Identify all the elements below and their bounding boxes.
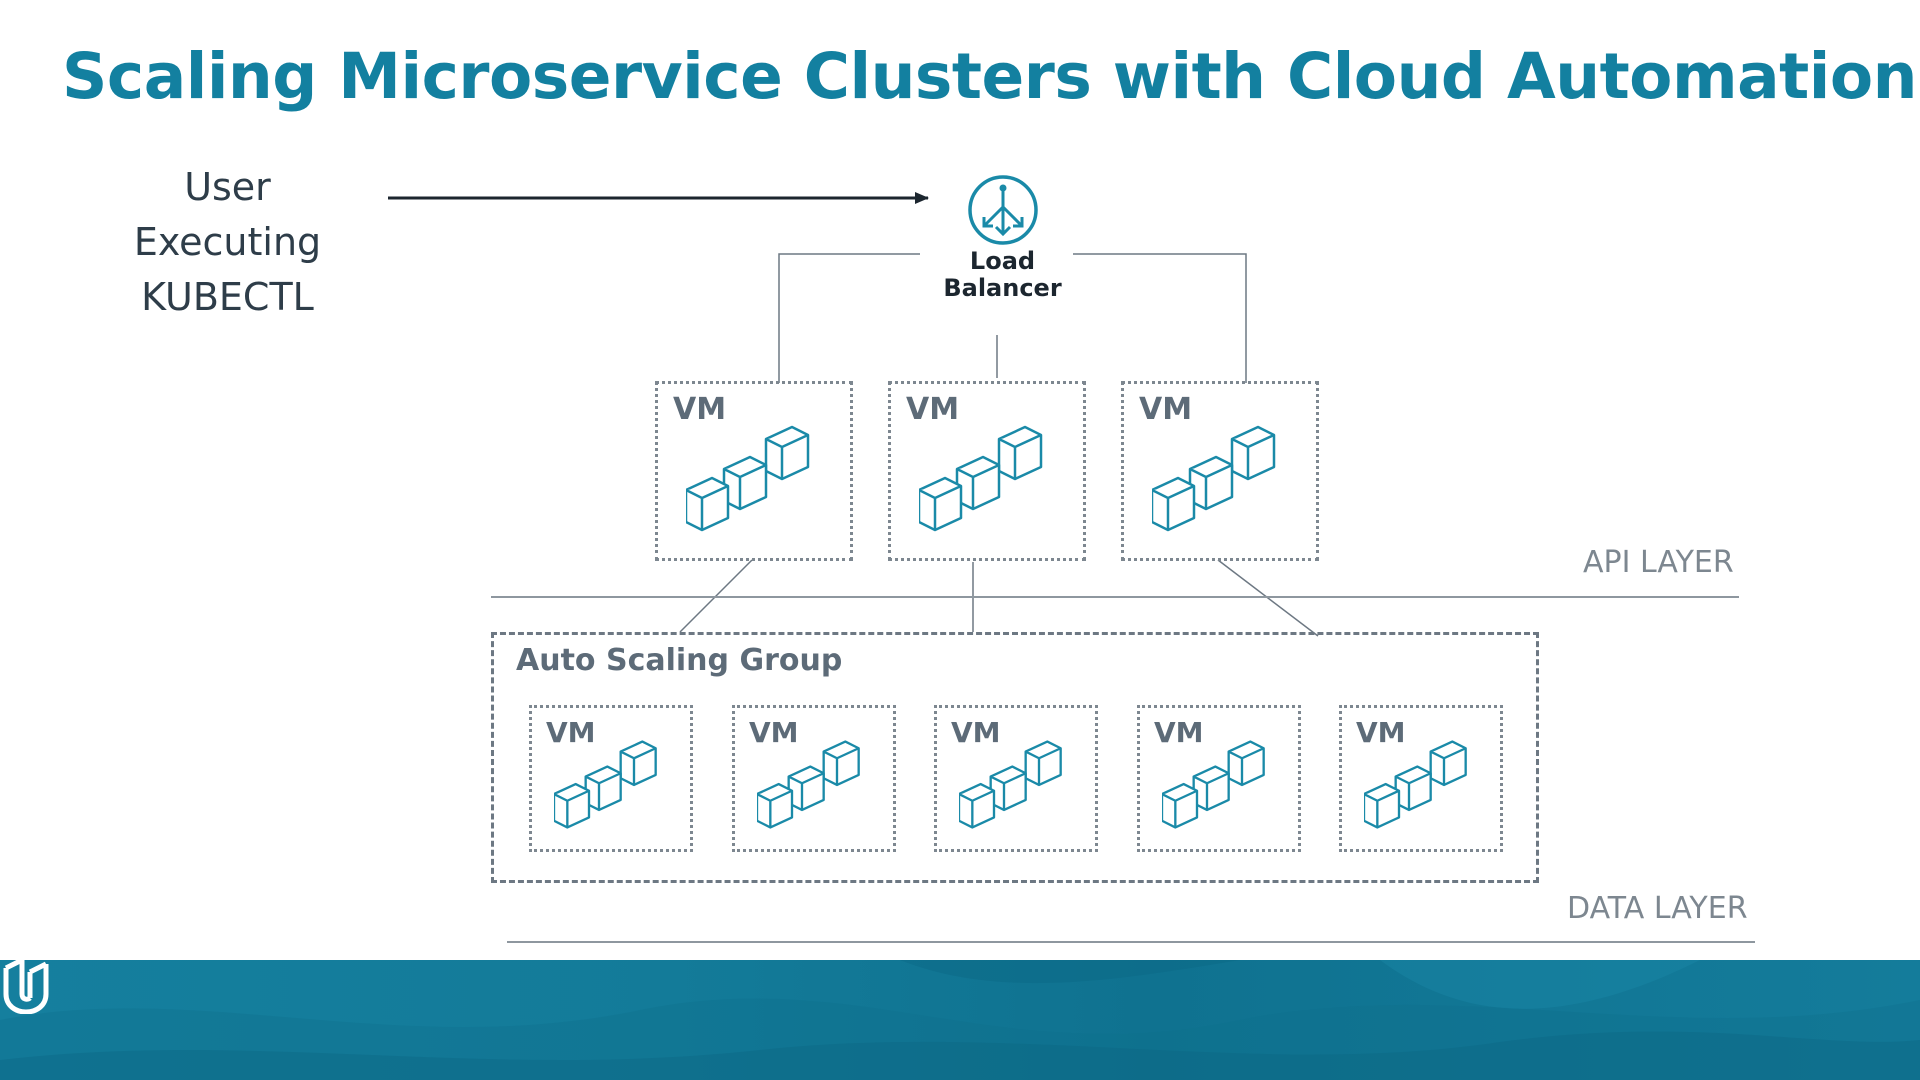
containers-icon xyxy=(959,740,1062,829)
containers-icon xyxy=(1364,740,1467,829)
asg-vm-box-3: VM xyxy=(934,705,1098,852)
data-layer-label: DATA LAYER xyxy=(1567,891,1748,926)
auto-scaling-group-label: Auto Scaling Group xyxy=(516,643,843,678)
vm-label: VM xyxy=(546,716,596,749)
containers-icon xyxy=(554,740,657,829)
user-label-line2: Executing xyxy=(133,220,322,264)
api-layer-line xyxy=(491,596,1739,598)
user-label-line3: KUBECTL xyxy=(141,275,314,319)
vm-label: VM xyxy=(1139,392,1193,427)
api-vm-box-3: VM xyxy=(1121,381,1319,561)
footer-wave-pattern xyxy=(0,960,1920,1080)
containers-icon xyxy=(919,425,1043,532)
api-vm-box-1: VM xyxy=(655,381,853,561)
vm-label: VM xyxy=(951,716,1001,749)
asg-vm-box-4: VM xyxy=(1137,705,1301,852)
udacity-logo-icon xyxy=(3,960,49,1014)
asg-vm-box-5: VM xyxy=(1339,705,1503,852)
load-balancer-icon xyxy=(968,175,1038,245)
vm-label: VM xyxy=(1154,716,1204,749)
data-layer-line xyxy=(507,941,1755,943)
auto-scaling-group: Auto Scaling Group xyxy=(491,632,1539,883)
asg-vm-box-2: VM xyxy=(732,705,896,852)
slide-title: Scaling Microservice Clusters with Cloud… xyxy=(62,40,1917,113)
api-layer-label: API LAYER xyxy=(1583,545,1734,580)
vm-label: VM xyxy=(906,392,960,427)
lb-to-vm-connectors xyxy=(778,253,1247,383)
load-balancer-label-line1: Load xyxy=(969,247,1036,275)
asg-vm-box-1: VM xyxy=(529,705,693,852)
load-balancer-label-line2: Balancer xyxy=(943,274,1062,302)
load-balancer-label: Load Balancer xyxy=(920,248,1085,302)
vm-to-asg-connectors xyxy=(679,559,1319,637)
containers-icon xyxy=(757,740,860,829)
user-label: User Executing KUBECTL xyxy=(100,160,355,325)
vm-label: VM xyxy=(673,392,727,427)
vm-label: VM xyxy=(1356,716,1406,749)
vm-label: VM xyxy=(749,716,799,749)
footer-band xyxy=(0,960,1920,1080)
user-label-line1: User xyxy=(184,165,271,209)
containers-icon xyxy=(686,425,810,532)
containers-icon xyxy=(1162,740,1265,829)
api-vm-box-2: VM xyxy=(888,381,1086,561)
containers-icon xyxy=(1152,425,1276,532)
diagram-connectors xyxy=(388,175,1319,637)
